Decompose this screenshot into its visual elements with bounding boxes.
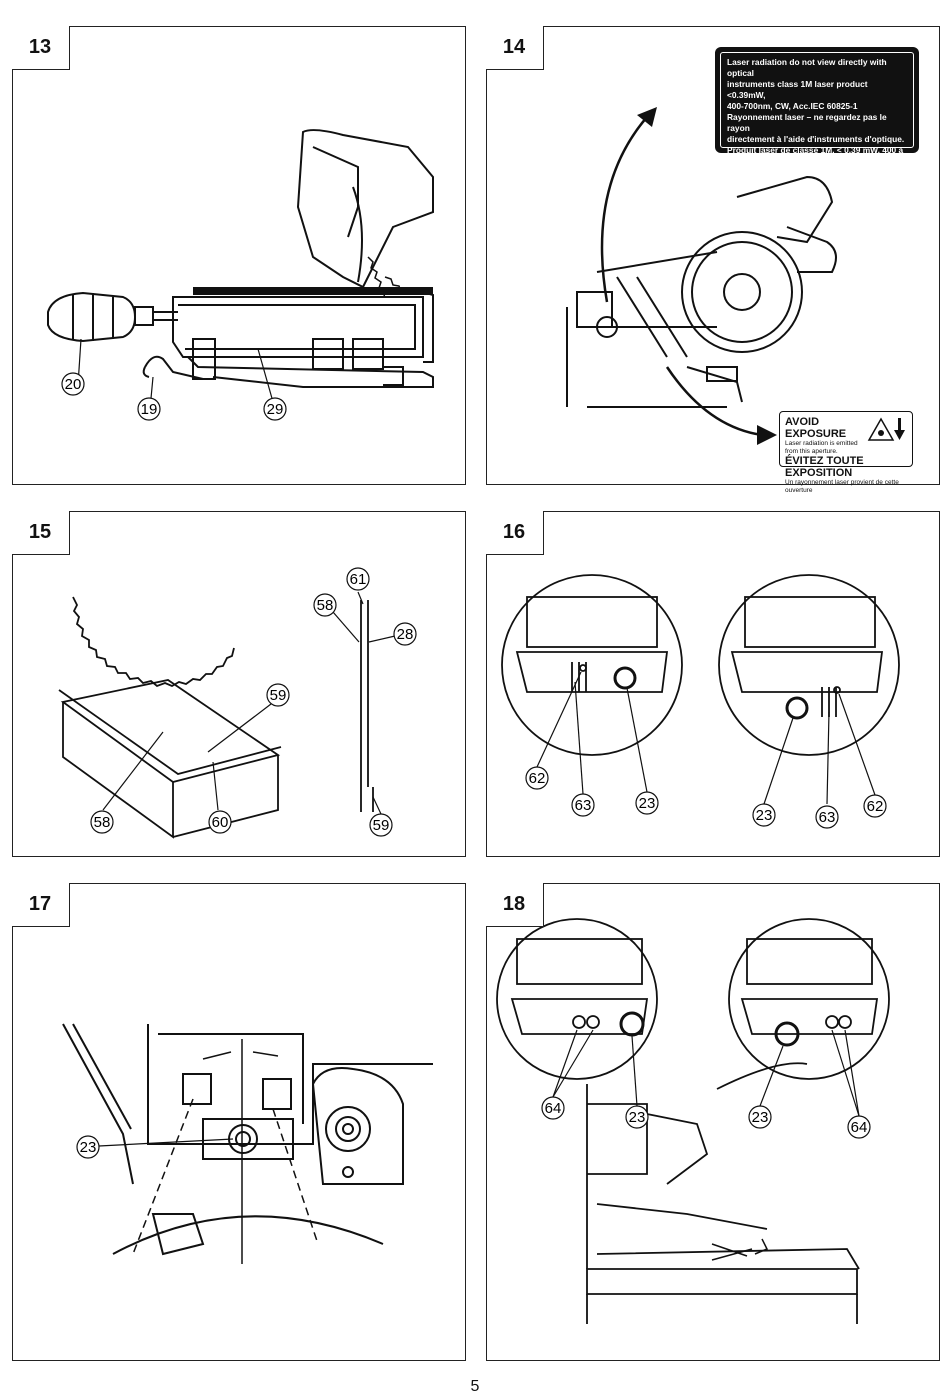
avoid-sub-fr: Un rayonnement laser provient de cette o… (785, 479, 899, 494)
laser-label-line: onde entretenue, Acc. IEC 60825-1 (727, 167, 864, 177)
laser-set-screw-illustration: 64 23 23 64 (496, 918, 890, 1324)
figure-number: 13 (11, 25, 70, 70)
figure-number: 18 (485, 882, 544, 927)
laser-line-adjustment-illustration: 23 (62, 1023, 433, 1264)
figure-15: 15 (11, 510, 466, 857)
callout-64: 64 (851, 1119, 868, 1136)
figure-18: 18 (485, 882, 940, 1361)
callout-59: 59 (373, 817, 390, 834)
figure-14: 14 La (485, 25, 940, 494)
callout-circle (61, 372, 85, 396)
page-number: 5 (470, 1378, 480, 1395)
callout-64: 64 (545, 1100, 562, 1117)
callout-63: 63 (575, 797, 592, 814)
blade-alignment-illustration: 59 58 60 61 58 28 59 (58, 567, 417, 839)
avoid-exposure-label: AVOID EXPOSURE Laser radiation is emitte… (779, 411, 913, 494)
figure-number: 16 (485, 510, 544, 555)
callout-58: 58 (94, 814, 111, 831)
callout-23: 23 (639, 795, 656, 812)
laser-label-line: instruments class 1M laser product <0.39… (727, 79, 868, 100)
miter-saw-laser-illustration (566, 107, 837, 445)
figure-number: 14 (485, 25, 544, 70)
laser-label-line: directement à l'aide d'instruments d'opt… (727, 134, 905, 144)
callout-23: 23 (80, 1139, 97, 1156)
callout-19: 19 (141, 401, 158, 418)
callout-28: 28 (397, 626, 414, 643)
callout-59: 59 (270, 687, 287, 704)
callout-62: 62 (529, 770, 546, 787)
callout-20: 20 (65, 376, 82, 393)
callout-58: 58 (317, 597, 334, 614)
figure-13: 13 (11, 25, 466, 485)
laser-warning-icon (867, 417, 905, 441)
callout-62: 62 (867, 798, 884, 815)
avoid-title-fr: ÉVITEZ TOUTE EXPOSITION (785, 455, 864, 479)
avoid-sub-en-2: from this aperture. (785, 447, 838, 455)
callout-23: 23 (629, 1109, 646, 1126)
bevel-adjustment-illustration: 62 63 23 23 63 62 (501, 574, 900, 829)
laser-label-line: Rayonnement laser – ne regardez pas le r… (727, 112, 887, 133)
figure-number: 15 (11, 510, 70, 555)
avoid-title-en: AVOID EXPOSURE (785, 416, 847, 440)
callout-61: 61 (350, 571, 367, 588)
callout-29: 29 (267, 401, 284, 418)
figure-17: 17 (11, 882, 466, 1361)
avoid-sub-en-1: Laser radiation is emitted (785, 440, 858, 447)
callout-23: 23 (756, 807, 773, 824)
callout-63: 63 (819, 809, 836, 826)
laser-warning-label: Laser radiation do not view directly wit… (715, 47, 919, 177)
miter-saw-base-illustration: 20 19 29 (47, 129, 434, 421)
callout-23: 23 (752, 1109, 769, 1126)
laser-label-line: Produit laser de classe 1M. < 0,39 mW, 4… (727, 145, 904, 166)
figure-number: 17 (11, 882, 70, 927)
callout-60: 60 (212, 814, 229, 831)
laser-label-line: Laser radiation do not view directly wit… (727, 57, 887, 78)
laser-label-line: 400-700nm, CW, Acc.IEC 60825-1 (727, 101, 858, 111)
figure-16: 16 (485, 510, 940, 857)
